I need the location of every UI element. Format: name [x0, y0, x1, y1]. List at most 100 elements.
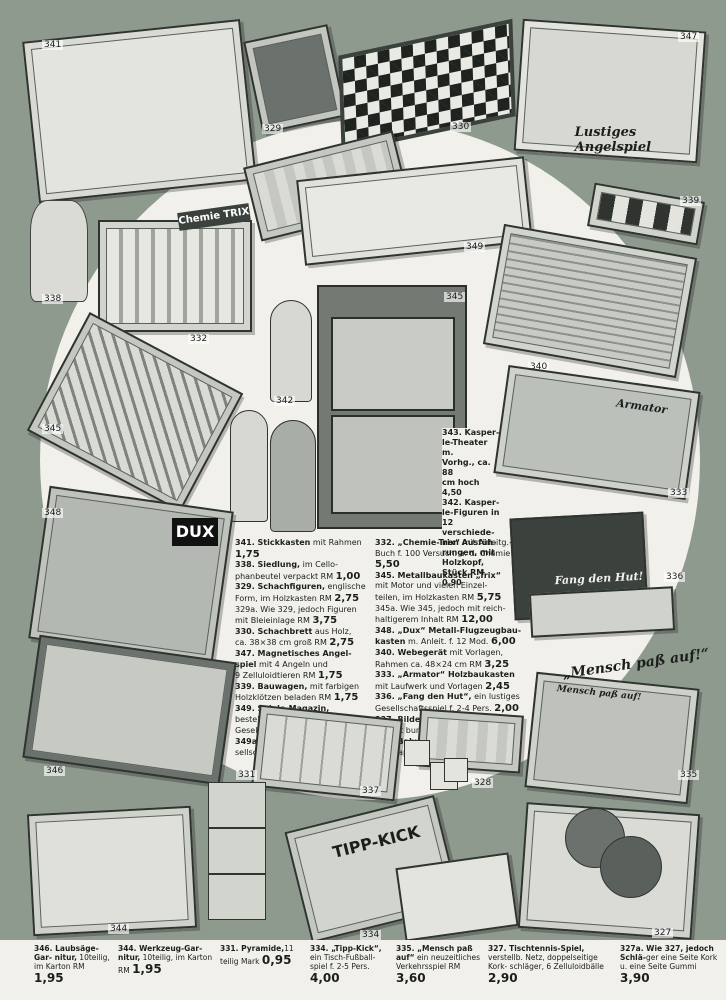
- product-price: 2,75: [329, 637, 355, 649]
- product-price: 3,25: [484, 658, 510, 670]
- theater-scene-lower: [331, 415, 455, 514]
- label-line: Stück RM 0,90: [442, 568, 485, 587]
- description-line: 339. Bauwagen, mit farbigen: [235, 682, 385, 693]
- product-number: 349: [464, 242, 486, 252]
- kasperle-price-label: 343. Kasper- le-Theater m. Vorhg., ca. 8…: [442, 428, 500, 588]
- description-line: 332. „Chemie-Trix“ mit Anleitg.-: [375, 538, 525, 549]
- pyramid-block: [208, 874, 266, 920]
- description-line: 329. Schachfiguren, englische: [235, 582, 385, 593]
- product-desc: mit 4 Angeln und: [256, 659, 328, 669]
- product-number: 338: [42, 294, 64, 304]
- label-line: 342. Kasper-: [442, 498, 500, 507]
- product-name: 341. Stickkasten: [235, 538, 311, 547]
- product-desc: im Cello-: [300, 560, 339, 570]
- product-name: kasten: [375, 637, 406, 647]
- product-334-field: [395, 852, 519, 942]
- product-price: 6,00: [491, 636, 516, 648]
- item-price: 1,95: [132, 962, 162, 976]
- description-line: mit Bleieinlage RM 3,75: [235, 615, 385, 627]
- product-price: 2,75: [334, 592, 360, 604]
- product-name: 339. Bauwagen,: [235, 681, 308, 691]
- bottom-price-strip: 346. Laubsäge-Gar- nitur, 10teilig, im K…: [0, 940, 726, 1000]
- label-line: nen Ausfüh-: [442, 538, 497, 547]
- item-desc: 10teilig,: [140, 953, 176, 962]
- box-title: Fang den Hut!: [554, 569, 644, 588]
- item-price: 1,95: [34, 971, 64, 985]
- description-line: mit Motor und vielen Einzel-: [375, 581, 525, 592]
- description-line: spiel mit 4 Angeln und: [235, 660, 385, 671]
- product-name: 336. „Fang den Hut“,: [375, 692, 472, 702]
- product-number: 329: [262, 124, 284, 134]
- product-desc: mit Anleitg.-: [460, 538, 512, 547]
- description-line: phanbeutel verpackt RM 1,00: [235, 571, 385, 583]
- puppet-figure: [270, 300, 312, 402]
- product-number: 344: [108, 924, 130, 934]
- product-desc: mit farbigen: [307, 681, 360, 691]
- product-number: 331: [236, 770, 258, 780]
- product-desc: mit Motor und vielen Einzel-: [375, 581, 488, 591]
- product-desc: teilen, im Holzkasten RM: [375, 592, 477, 602]
- product-331-pyramide: [205, 782, 267, 932]
- bottom-price-item: 344. Werkzeug-Gar- nitur, 10teilig, im K…: [118, 944, 214, 976]
- bottom-price-item: 346. Laubsäge-Gar- nitur, 10teilig, im K…: [34, 944, 114, 985]
- label-line: le-Theater m.: [442, 438, 488, 457]
- description-line: 340. Webegerät mit Vorlagen,: [375, 648, 525, 659]
- description-line: ca. 38×38 cm groß RM 2,75: [235, 637, 385, 649]
- product-desc: mit Bleieinlage RM: [235, 616, 313, 626]
- item-desc: im Karton RM: [118, 953, 213, 975]
- product-329-chess-pieces: [243, 24, 347, 134]
- description-line: 333. „Armator“ Holzbaukasten: [375, 670, 525, 681]
- product-number: 348: [42, 508, 64, 518]
- product-price: 1,00: [335, 570, 361, 582]
- description-line: Buch f. 100 Versuch. a. d. Chemie 5,50: [375, 549, 525, 571]
- product-number: 345: [444, 292, 466, 302]
- block-cube: [444, 758, 468, 782]
- label-line: rungen, mit: [442, 548, 495, 557]
- description-line: 338. Siedlung, im Cello-: [235, 560, 385, 571]
- product-desc: 9 Zelluloidtieren RM: [235, 671, 318, 681]
- product-desc: Holzklötzen beladen RM: [235, 693, 334, 703]
- label-line: 343. Kasper-: [442, 428, 500, 437]
- label-line: 12 verschiede-: [442, 518, 495, 537]
- product-desc: aus Holz,: [312, 626, 352, 636]
- product-desc: Gesellschaftsspiel f. 2-4 Pers.: [375, 703, 495, 713]
- bottom-price-item: 331. Pyramide,11 teilig Mark 0,95: [220, 944, 306, 967]
- label-line: Holzkopf,: [442, 558, 484, 567]
- item-name: 344. Werkzeug-Gar-: [118, 944, 203, 953]
- product-number: 330: [450, 122, 472, 132]
- product-number: 342: [274, 396, 296, 406]
- block-cube: [404, 740, 430, 766]
- bottom-price-item: 327. Tischtennis-Spiel, verstellb. Netz,…: [488, 944, 618, 985]
- product-number: 335: [678, 770, 700, 780]
- description-line: 330. Schachbrett aus Holz,: [235, 627, 385, 638]
- pyramid-block: [208, 828, 266, 874]
- description-line: Gesellschaftsspiel f. 2-4 Pers. 2,00: [375, 703, 525, 715]
- item-price: 2,90: [488, 971, 518, 985]
- description-line: Rahmen ca. 48×24 cm RM 3,25: [375, 659, 525, 671]
- product-desc: m. Anleit. f. 12 Mod.: [405, 637, 491, 647]
- product-desc: 345a. Wie 345, jedoch mit reich-: [375, 603, 506, 613]
- item-price: 3,90: [620, 971, 650, 985]
- description-line: 341. Stickkasten mit Rahmen 1,75: [235, 538, 385, 560]
- product-desc: Form, im Holzkasten RM: [235, 593, 335, 603]
- description-line: 345a. Wie 345, jedoch mit reich-: [375, 604, 525, 615]
- product-number: 336: [664, 572, 686, 582]
- description-line: 345. Metallbaukasten „Trix“: [375, 571, 525, 582]
- product-number: 339: [680, 196, 702, 206]
- label-line: Vorhg., ca. 88: [442, 458, 491, 477]
- item-name-cont: nitur,: [54, 953, 77, 962]
- item-name: 346. Laubsäge-Gar-: [34, 944, 99, 962]
- product-name: 330. Schachbrett: [235, 626, 313, 636]
- product-price: 2,00: [494, 702, 519, 714]
- description-line: teilen, im Holzkasten RM 5,75: [375, 592, 525, 604]
- item-desc: Mark: [240, 957, 262, 966]
- product-name: 332. „Chemie-Trix“: [375, 538, 461, 547]
- product-desc: Rahmen ca. 48×24 cm RM: [375, 659, 485, 669]
- description-line: haltigerem Inhalt RM 12,00: [375, 614, 525, 626]
- item-desc: spiel f. 2-5 Pers.: [310, 962, 370, 971]
- label-line: cm hoch 4,50: [442, 478, 480, 497]
- product-name: 345. Metallbaukasten „Trix“: [375, 570, 501, 580]
- product-number: 334: [360, 930, 382, 940]
- item-name: 327a. Wie 327, jedoch Schlä-: [620, 944, 714, 962]
